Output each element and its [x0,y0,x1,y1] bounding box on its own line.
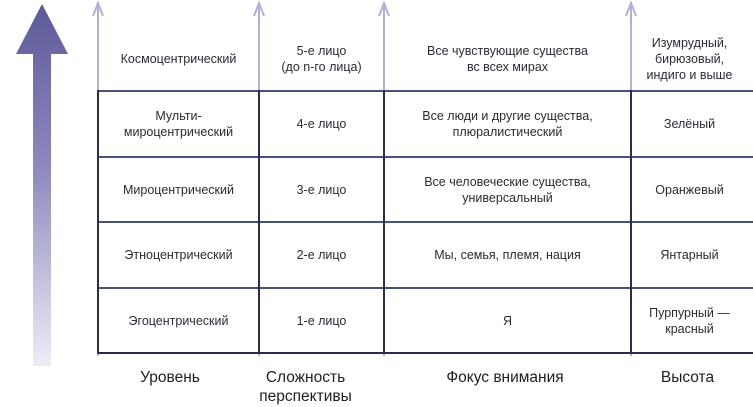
row-divider [97,156,753,158]
focus-cell: Все чувствующие существа вс всех мирах [427,44,588,74]
altitude-cell: Пурпурный — красный [649,305,730,336]
column-divider [630,90,632,354]
growth-arrow-icon [16,4,68,366]
level-cell: Космоцентрический [120,52,237,66]
perspective-cell: 4-е лицо [296,117,347,131]
column-header-level: Уровень [140,369,200,386]
column-header-focus: Фокус внимания [446,369,564,386]
column-divider [383,90,385,354]
perspective-cell: 2-е лицо [296,248,347,262]
perspective-cell: 1-е лицо [296,313,347,328]
column-divider [97,90,99,354]
focus-cell: Все люди и другие существа, плюралистиче… [422,109,593,139]
column-header-altitude: Высота [660,369,715,386]
column-divider [258,90,260,354]
altitude-cell: Оранжевый [655,182,724,197]
level-cell: Мироцентрический [123,182,234,197]
column-header-perspective: Сложность перспективы [259,369,352,405]
table-bottom-line [97,352,753,354]
perspective-cell: 3-е лицо [296,182,347,197]
altitude-cell: Зелёный [663,117,716,131]
altitude-cell: Изумрудный, бирюзовый, индиго и выше [646,36,733,82]
level-cell: Эгоцентрический [128,313,229,328]
row-divider [97,287,753,289]
focus-cell: Я [502,313,513,328]
altitude-cell: Янтарный [660,248,719,262]
focus-cell: Все человеческие существа, универсальный [424,174,591,205]
perspective-cell: 5-е лицо (до n-го лица) [281,44,362,74]
row-divider [97,221,753,223]
level-cell: Мульти- мироцентрический [123,109,234,139]
focus-cell: Мы, семья, племя, нация [434,248,581,262]
row-divider [97,90,753,92]
level-cell: Этноцентрический [124,248,233,262]
